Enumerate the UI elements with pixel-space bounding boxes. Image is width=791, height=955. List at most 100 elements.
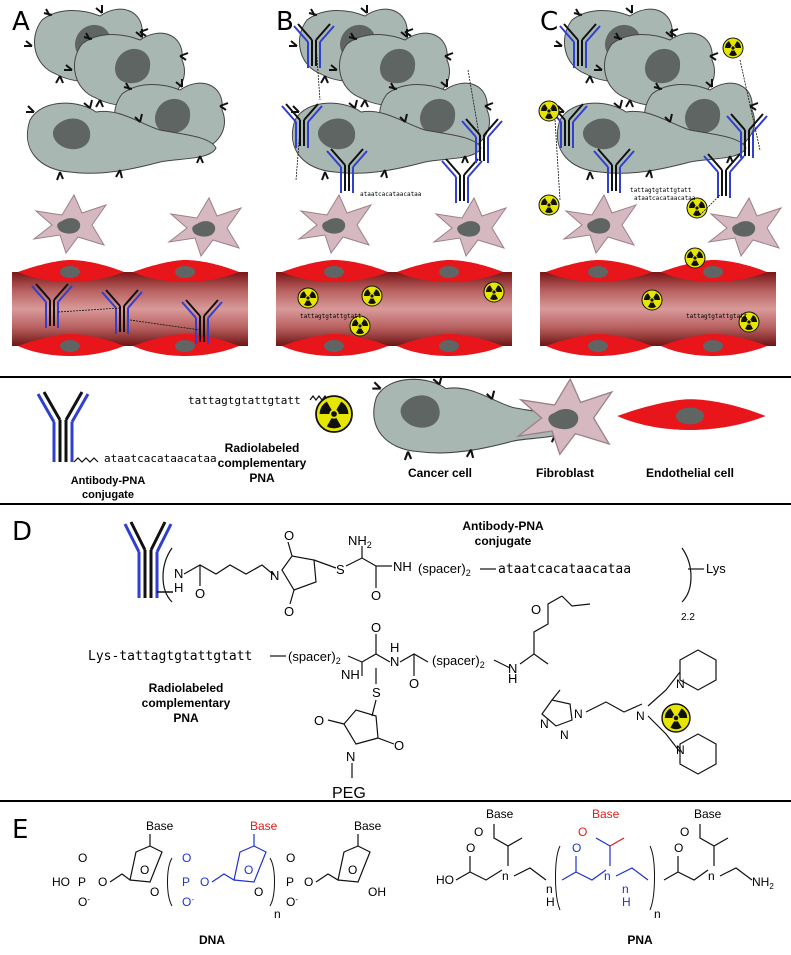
- conj-bracket-right: [681, 547, 692, 603]
- legend-antibody-label-1: Antibody-PNA: [71, 475, 146, 487]
- panel-label-e: E: [12, 815, 28, 845]
- triazole-n3: N: [574, 707, 583, 721]
- dna-o5: O: [304, 875, 313, 889]
- conj-bracket-left: [162, 547, 173, 603]
- radio-o4: O: [314, 713, 324, 728]
- dna-p2-o-bottom: O-: [182, 895, 194, 909]
- dna-sugar-3: [315, 845, 371, 883]
- conj-n1: N: [174, 566, 183, 581]
- pna-bracket-left: [555, 845, 561, 911]
- pna-strand-c: [554, 59, 761, 216]
- dna-n: n: [274, 907, 281, 921]
- triazole-ring: [541, 699, 573, 727]
- conj-o2: O: [284, 528, 294, 543]
- seq-anti-c: ataatcacataacataa: [634, 195, 696, 202]
- pna-bracket-right: [649, 845, 655, 911]
- radio-c6: [641, 289, 663, 311]
- pna-o6: O: [680, 825, 689, 839]
- pyridine-ring-1: [679, 649, 717, 691]
- dna-p1-o-top: O: [78, 851, 87, 865]
- radio-peg: PEG: [332, 785, 366, 802]
- dna-bracket-right: [269, 857, 275, 907]
- fibroblast-b2: [433, 197, 507, 257]
- legend-cancer-label: Cancer cell: [408, 466, 472, 480]
- radio-nh2: H: [390, 640, 399, 655]
- legend-radio-icon: [315, 395, 353, 433]
- pna-o4: O: [578, 825, 587, 839]
- dna-p1: P: [78, 875, 86, 889]
- radio-o3: O: [531, 602, 541, 617]
- panel-a-scene: [12, 4, 248, 356]
- pna-n4: n: [622, 882, 629, 896]
- legend-fibroblast-label: Fibroblast: [536, 466, 594, 480]
- conj-chain-1: [183, 564, 275, 576]
- pna-base-2: Base: [592, 807, 620, 821]
- conj-o3: O: [284, 604, 294, 619]
- radio-c1: [722, 37, 744, 59]
- pna-strand-a: [57, 307, 201, 331]
- radio-o5: O: [394, 738, 404, 753]
- dna-o3: O: [200, 875, 209, 889]
- dna-sugar-2: [211, 845, 267, 883]
- dna-p1-o-bottom: O-: [78, 895, 90, 909]
- dna-p3: P: [286, 875, 294, 889]
- radio-title-1: Radiolabeled: [149, 681, 224, 695]
- seq-anti-b: ataatcacataacataa: [360, 191, 422, 198]
- legend-radio-label-1: Radiolabeled: [225, 441, 300, 455]
- seq-comp-c: tattagtgtattgtatt: [630, 187, 692, 194]
- pna-o2: O: [474, 825, 483, 839]
- fibroblast-c2: [708, 197, 782, 257]
- fibroblast-a1: [33, 194, 107, 254]
- dna-base-2: Base: [250, 819, 278, 833]
- pna-n: n: [654, 907, 661, 921]
- triazole-n2: N: [560, 728, 569, 742]
- pna-h2: H: [546, 895, 555, 909]
- seq-comp-c2: tattagtgtattgtatt: [686, 313, 748, 320]
- panel-d-radiolabeled: Lys-tattagtgtattgtatt (spacer)2 O NH H N…: [88, 595, 717, 802]
- radio-b4: [483, 281, 505, 303]
- legend-endothelial-label: Endothelial cell: [646, 466, 734, 480]
- radio-o1: O: [371, 620, 381, 635]
- pna-nh2: NH2: [752, 875, 774, 891]
- conj-o4: O: [371, 588, 381, 603]
- dna-o1: O: [98, 875, 107, 889]
- radio-s: S: [372, 685, 381, 700]
- radio-b1: [297, 287, 319, 309]
- panel-e-pna: HO O n O Base n H O n O Base n H n O n O…: [436, 807, 774, 947]
- radio-seq: Lys-tattagtgtattgtatt: [88, 649, 252, 664]
- legend-linker: [309, 395, 329, 401]
- dna-ring-o1: O: [140, 863, 149, 877]
- conj-subscript: 2.2: [681, 612, 695, 623]
- pyridine-n2: N: [676, 743, 685, 757]
- conj-nh: NH: [393, 559, 412, 574]
- seq-comp-b: tattagtgtattgtatt: [300, 313, 362, 320]
- dna-o4: O: [254, 885, 263, 899]
- panel-e-dna: HO P O O- O O Base O P O O- O O Base O n…: [52, 819, 386, 947]
- pna-n5: n: [708, 869, 715, 883]
- amine-n: N: [636, 709, 645, 723]
- radio-b2: [361, 285, 383, 307]
- radio-title-2: complementary: [142, 696, 231, 710]
- legend-antibody-label-2: conjugate: [82, 489, 134, 501]
- fibroblast-a2: [168, 197, 242, 257]
- radio-n4: N: [346, 749, 355, 764]
- dna-p3-o-top: O: [286, 851, 295, 865]
- legend: ataatcacataacataa Antibody-PNA conjugate…: [36, 374, 766, 501]
- radio-c5: [684, 247, 706, 269]
- succinimide-ring-d1: [281, 555, 317, 591]
- dna-p2-o-top: O: [182, 851, 191, 865]
- conj-lys: Lys: [706, 561, 726, 576]
- conj-spacer: (spacer)2: [418, 561, 471, 578]
- dna-base-1: Base: [146, 819, 174, 833]
- pna-h4: H: [622, 895, 631, 909]
- conj-n2: N: [270, 568, 279, 583]
- dna-ring-o2: O: [244, 863, 253, 877]
- pna-o3: O: [572, 841, 581, 855]
- dna-oh: OH: [368, 885, 386, 899]
- legend-antibody-icon: [36, 391, 99, 463]
- fibroblast-b1: [298, 194, 372, 254]
- dna-ho: HO: [52, 875, 70, 889]
- dna-sugar-1: [109, 845, 163, 883]
- pna-n3: n: [604, 869, 611, 883]
